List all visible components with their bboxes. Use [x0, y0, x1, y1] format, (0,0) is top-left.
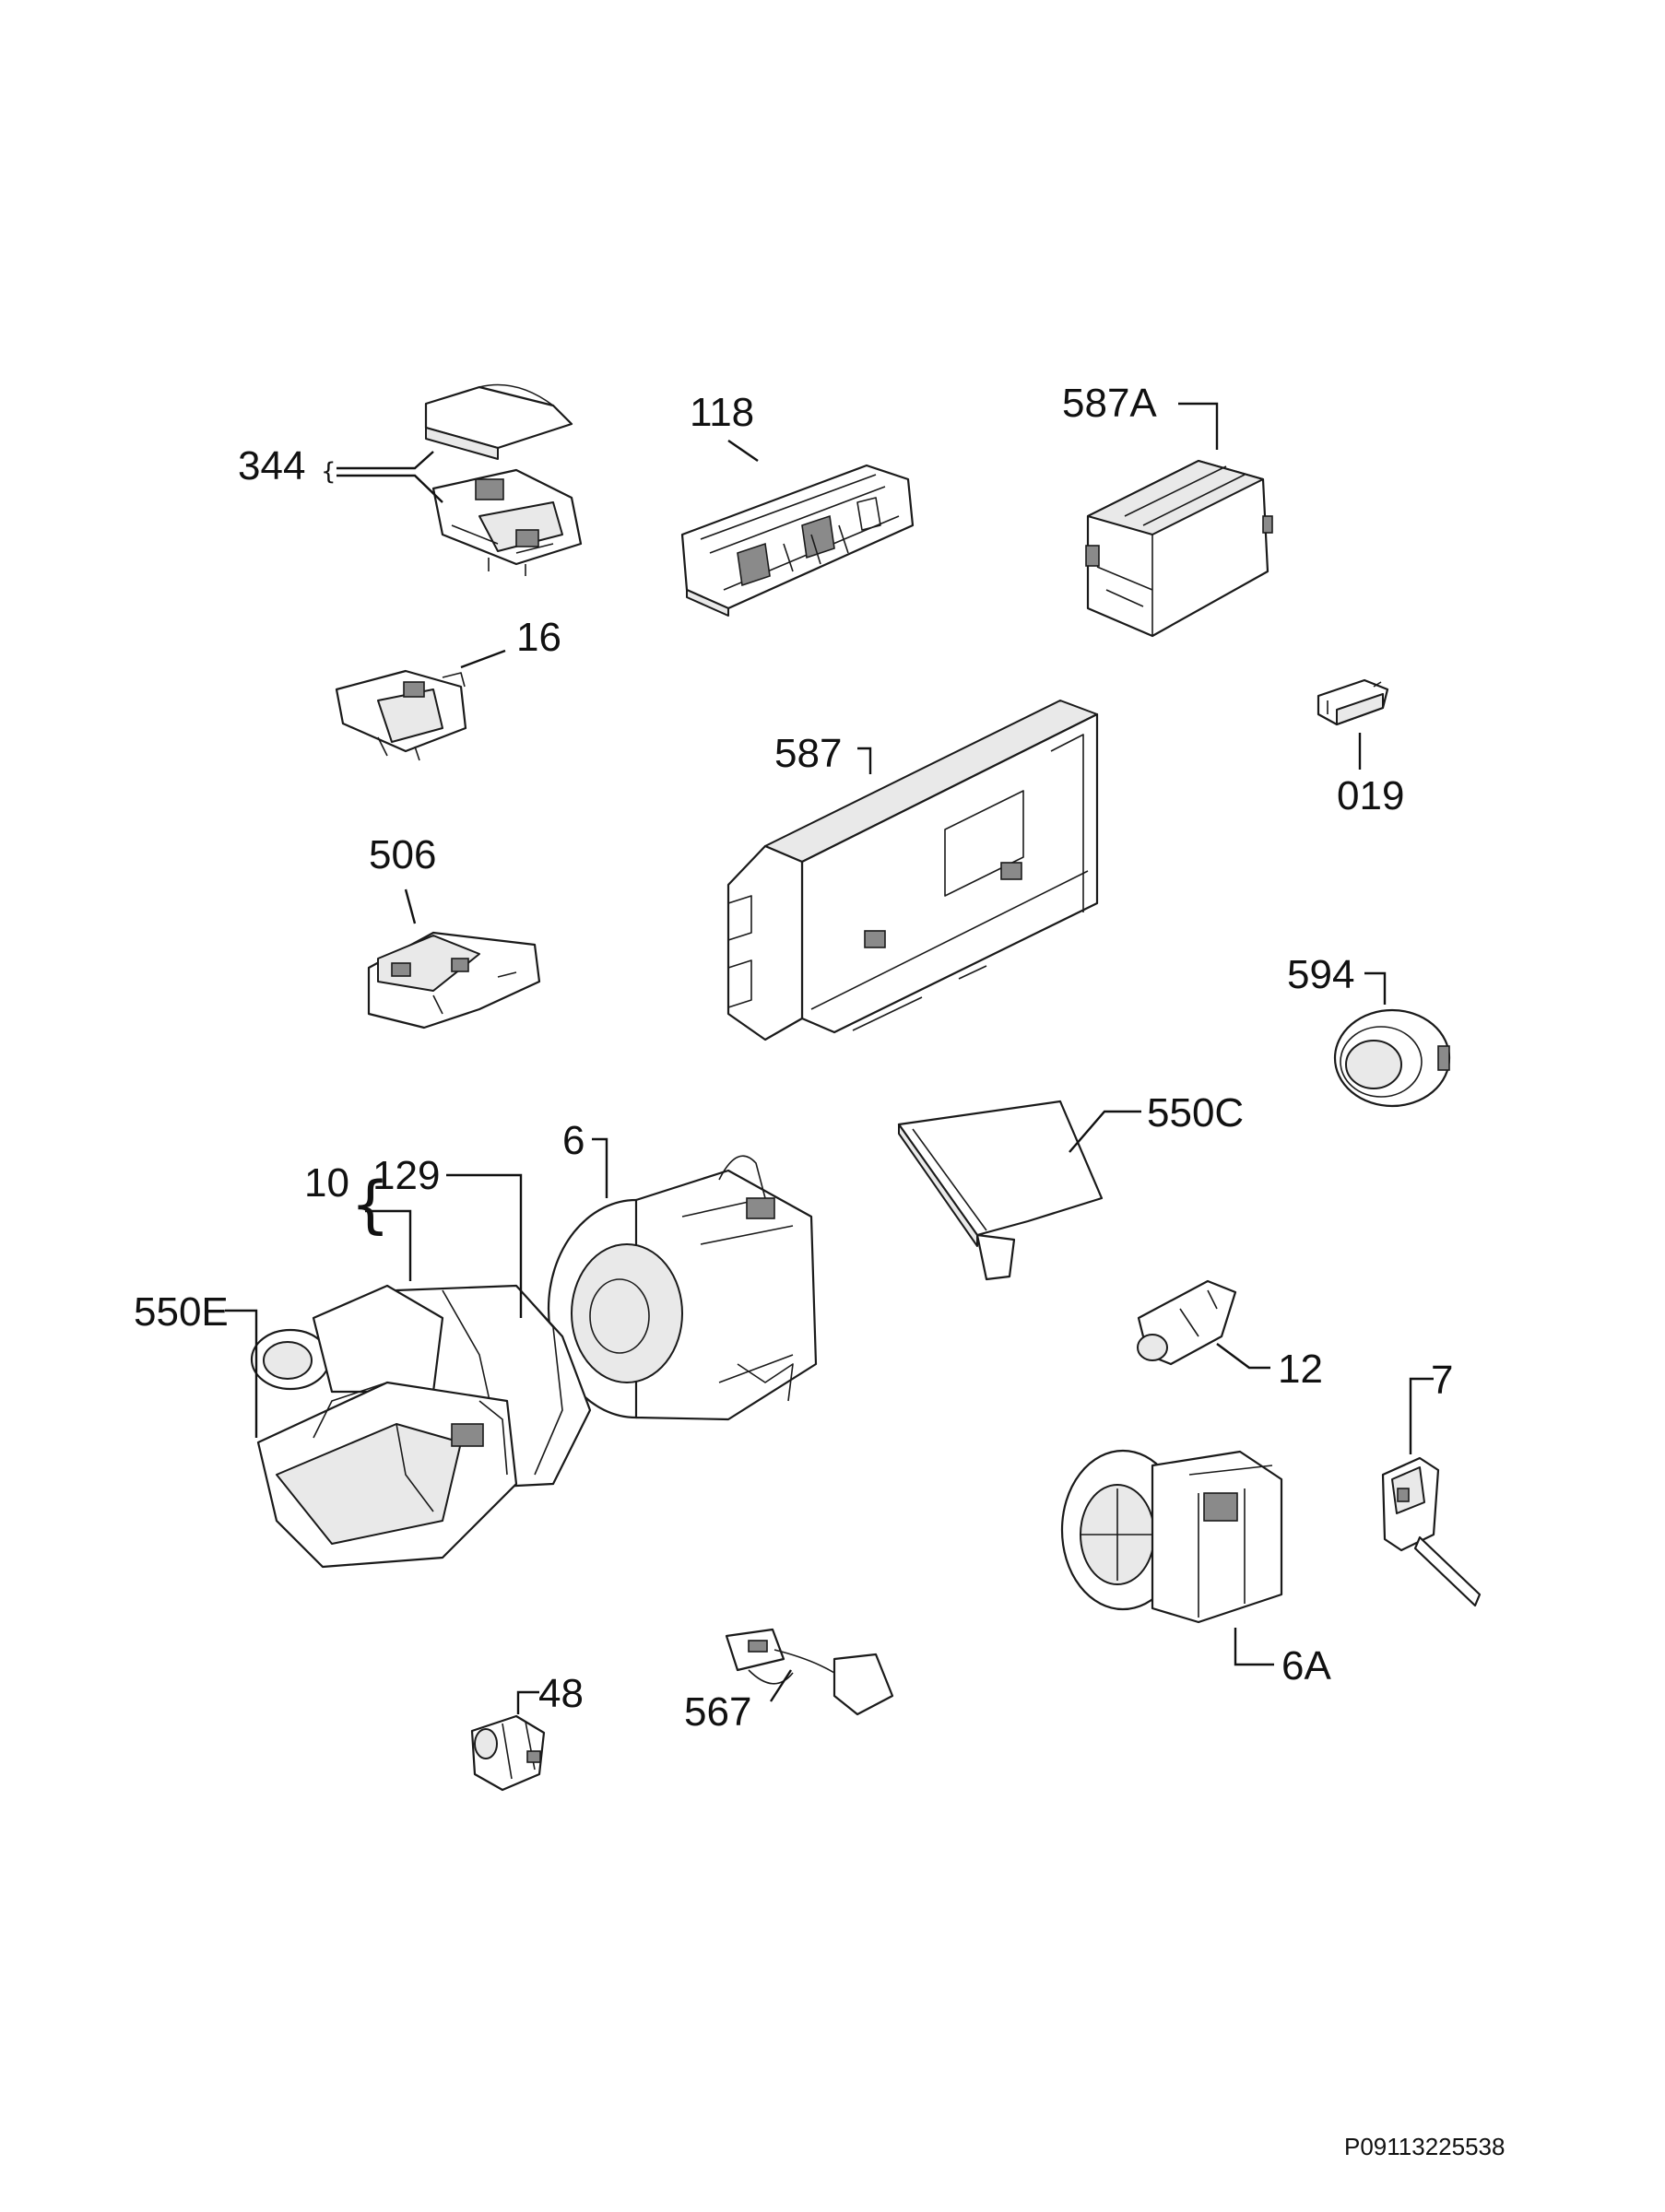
leader-567	[769, 1669, 793, 1702]
leader-7	[1409, 1377, 1434, 1454]
leader-344-upper	[337, 451, 434, 470]
label-550C: 550C	[1147, 1090, 1244, 1135]
label-48: 48	[538, 1671, 584, 1716]
label-587A: 587A	[1062, 381, 1157, 426]
leader-587	[857, 747, 872, 774]
brace-10: {	[350, 1169, 390, 1241]
part-550E-housing	[250, 1284, 518, 1569]
label-344: 344	[238, 443, 305, 488]
leader-12	[1216, 1343, 1270, 1370]
part-587A-module	[1085, 459, 1273, 638]
part-550C-cover	[897, 1100, 1104, 1281]
part-019-connector	[1317, 678, 1389, 726]
part-506-lock	[367, 931, 541, 1030]
part-594-round	[1333, 1008, 1451, 1108]
part-6-pump-motor	[547, 1155, 818, 1421]
part-587-main-module	[726, 700, 1099, 1041]
leader-6A	[1234, 1628, 1274, 1666]
leader-16	[460, 649, 506, 669]
brace-344: {	[321, 458, 337, 486]
label-506: 506	[369, 832, 436, 877]
part-118-control-board	[680, 464, 915, 617]
leader-118	[727, 440, 759, 462]
part-567-wiring-harness	[725, 1628, 894, 1716]
part-12-sensor	[1137, 1279, 1237, 1366]
part-16-switch	[335, 669, 467, 761]
label-16: 16	[516, 615, 561, 660]
leader-594	[1364, 971, 1387, 1005]
leader-506	[404, 888, 417, 924]
part-344-switch-assembly	[424, 383, 583, 576]
part-7-level-switch	[1381, 1456, 1482, 1607]
leader-10-housing	[365, 1209, 412, 1281]
part-48-valve	[470, 1714, 546, 1792]
label-019: 019	[1337, 773, 1404, 818]
label-10: 10	[304, 1160, 349, 1206]
label-594: 594	[1287, 952, 1354, 997]
label-118: 118	[690, 390, 754, 435]
label-550E: 550E	[134, 1289, 229, 1335]
leader-129-heater	[446, 1173, 523, 1318]
label-567: 567	[684, 1689, 751, 1735]
part-6A-drain-pump	[1060, 1449, 1283, 1624]
reference-number: P09113225538	[1344, 2133, 1505, 2160]
label-7: 7	[1431, 1358, 1453, 1403]
label-587: 587	[774, 731, 842, 776]
label-6A: 6A	[1281, 1643, 1331, 1688]
label-12: 12	[1278, 1347, 1323, 1392]
leader-344-lower	[337, 474, 443, 503]
leader-587A	[1178, 402, 1219, 450]
leader-550C	[1069, 1110, 1141, 1153]
leader-550E	[225, 1309, 258, 1438]
leader-48	[516, 1690, 539, 1714]
label-129: 129	[372, 1153, 440, 1198]
label-6: 6	[562, 1118, 585, 1163]
leader-6	[592, 1137, 608, 1198]
